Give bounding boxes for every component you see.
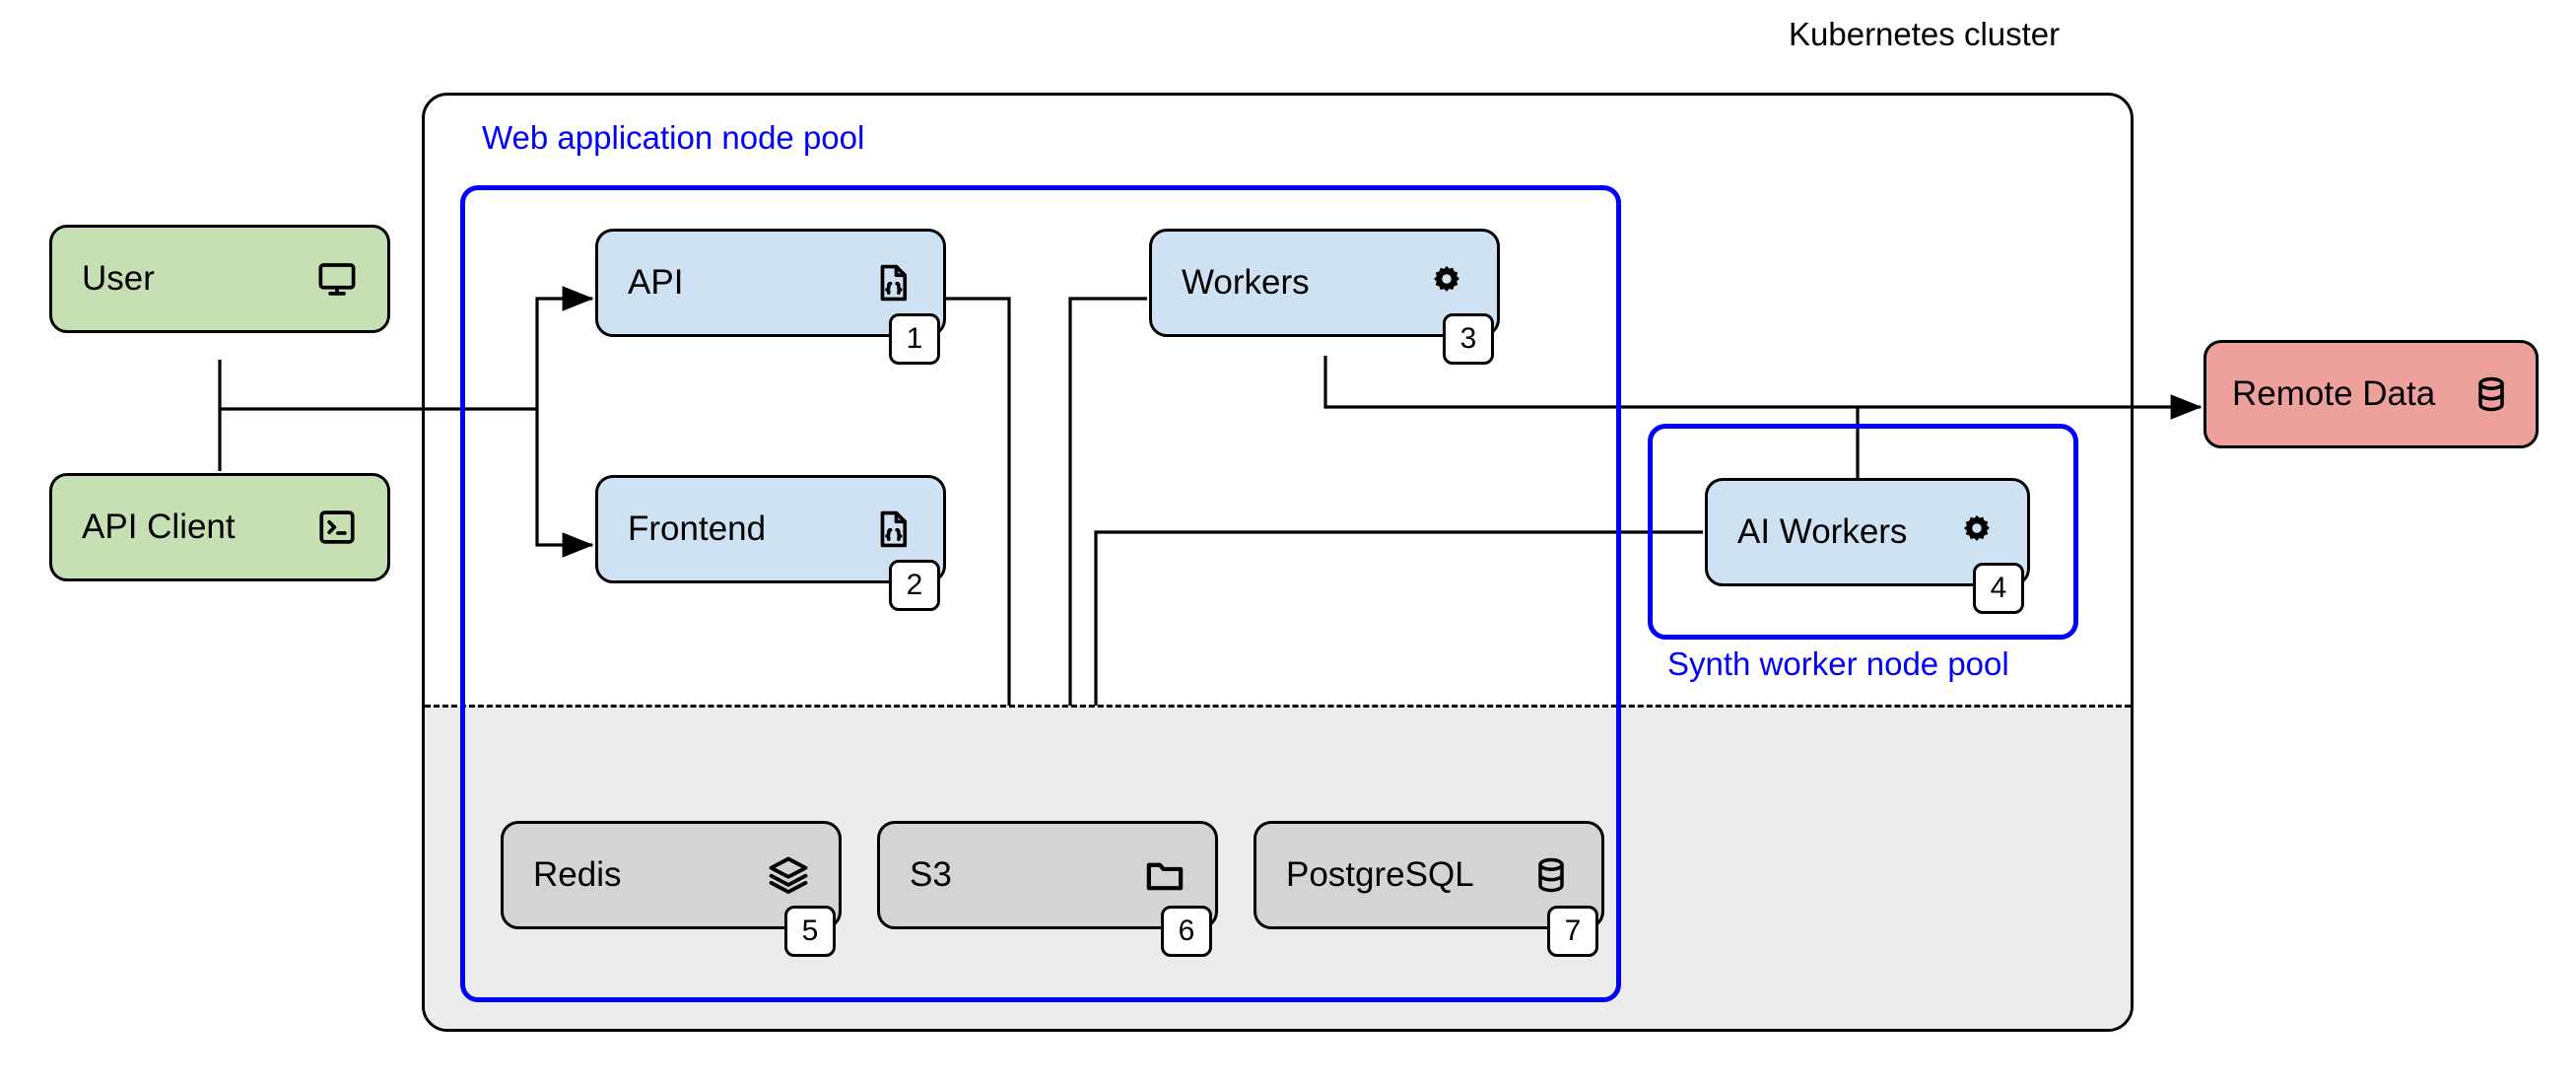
node-api[interactable]: API bbox=[595, 229, 946, 337]
monitor-icon bbox=[314, 256, 360, 302]
node-frontend-label: Frontend bbox=[628, 509, 767, 548]
node-s3-label: S3 bbox=[910, 855, 952, 894]
node-user[interactable]: User bbox=[49, 225, 390, 333]
node-workers-badge: 3 bbox=[1443, 313, 1494, 365]
gear-icon bbox=[1954, 509, 2000, 555]
cluster-title: Kubernetes cluster bbox=[1789, 16, 2061, 52]
web-pool-label: Web application node pool bbox=[482, 119, 865, 156]
node-remote-data-label: Remote Data bbox=[2232, 374, 2436, 413]
node-ai-workers-badge: 4 bbox=[1973, 563, 2024, 614]
node-ai-workers-label: AI Workers bbox=[1737, 512, 1908, 551]
node-postgresql-label: PostgreSQL bbox=[1286, 855, 1474, 894]
node-api-client-label: API Client bbox=[82, 508, 236, 546]
node-remote-data[interactable]: Remote Data bbox=[2203, 340, 2539, 448]
node-postgresql[interactable]: PostgreSQL bbox=[1254, 821, 1604, 929]
node-s3-badge: 6 bbox=[1161, 906, 1212, 957]
synth-pool-label: Synth worker node pool bbox=[1667, 645, 2009, 682]
node-frontend-badge: 2 bbox=[889, 560, 940, 611]
code-file-icon bbox=[870, 260, 915, 305]
node-pool-divider bbox=[425, 705, 2131, 708]
node-frontend[interactable]: Frontend bbox=[595, 475, 946, 583]
web-application-node-pool-box bbox=[460, 185, 1621, 1002]
kubernetes-cluster-box bbox=[422, 93, 2134, 1032]
folder-icon bbox=[1142, 852, 1187, 898]
gear-icon bbox=[1424, 260, 1469, 305]
node-api-client[interactable]: API Client bbox=[49, 473, 390, 581]
layers-icon bbox=[766, 852, 811, 898]
code-file-icon bbox=[870, 507, 915, 552]
database-icon bbox=[2469, 372, 2514, 417]
database-icon bbox=[1528, 852, 1574, 898]
node-redis-label: Redis bbox=[533, 855, 622, 894]
terminal-icon bbox=[314, 505, 360, 550]
node-workers[interactable]: Workers bbox=[1149, 229, 1500, 337]
node-user-label: User bbox=[82, 259, 155, 298]
node-api-label: API bbox=[628, 263, 684, 302]
node-redis-badge: 5 bbox=[784, 906, 836, 957]
synth-worker-node-pool-box bbox=[1648, 424, 2078, 640]
node-workers-label: Workers bbox=[1182, 263, 1310, 302]
node-postgresql-badge: 7 bbox=[1547, 906, 1598, 957]
node-api-badge: 1 bbox=[889, 313, 940, 365]
